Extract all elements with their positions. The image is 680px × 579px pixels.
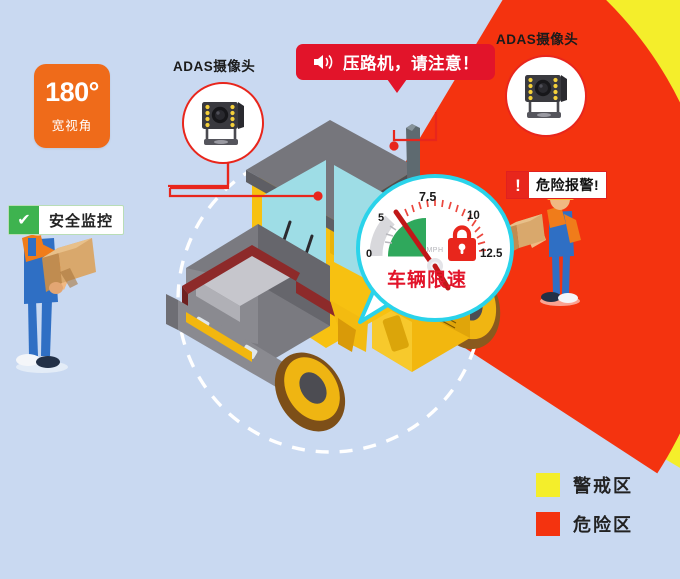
gauge-scale: MPH <box>369 199 487 257</box>
camera-callout-right: ADAS摄像头 <box>496 28 587 137</box>
speed-limit-title: 车辆限速 <box>386 270 467 291</box>
gauge-tick-5: 5 <box>378 212 385 224</box>
legend-swatch-danger <box>536 512 560 536</box>
danger-alarm-label: 危险报警! <box>536 177 600 193</box>
legend-row-warning: 警戒区 <box>536 472 633 498</box>
audio-warning-text: 压路机，请注意！ <box>343 55 479 73</box>
speaker-icon <box>314 54 333 70</box>
legend-row-danger: 危险区 <box>536 511 633 537</box>
zone-legend: 警戒区 危险区 <box>536 472 633 550</box>
exclamation-icon: ! <box>507 172 529 198</box>
gauge-tick-labels: 0 5 7.5 10 12.5 <box>340 170 530 340</box>
connector-dot-left <box>313 191 323 201</box>
legend-swatch-warning <box>536 473 560 497</box>
wide-angle-label: 宽视角 <box>51 118 93 133</box>
gauge-tick-75: 7.5 <box>419 190 437 204</box>
lock-icon <box>448 225 476 261</box>
speed-limit-bubble: MPH <box>356 174 514 324</box>
danger-zone <box>342 0 680 474</box>
wide-angle-badge: 180° 宽视角 <box>34 64 110 148</box>
safety-monitor-badge: ✔ 安全监控 <box>8 205 125 235</box>
gauge-tick-0: 0 <box>366 248 373 260</box>
audio-warning-bubble: 压路机，请注意！ <box>296 44 495 93</box>
legend-label-danger: 危险区 <box>573 515 633 535</box>
check-icon: ✔ <box>9 206 39 234</box>
connector-dot-right <box>389 141 399 151</box>
callout-connectors <box>168 112 438 198</box>
gauge-unit: MPH <box>426 247 443 254</box>
camera-icon <box>202 102 244 145</box>
gauge-tick-10: 10 <box>467 210 480 222</box>
danger-alarm-badge: ! 危险报警! <box>506 171 608 199</box>
camera-icon <box>525 75 567 118</box>
connector-left-camera <box>168 162 230 188</box>
roller-front-drum <box>166 294 368 432</box>
gauge-needle <box>393 209 451 291</box>
camera-circle-left <box>182 82 264 164</box>
camera-circle-right <box>505 55 587 137</box>
safety-monitor-label: 安全监控 <box>49 212 114 230</box>
wide-angle-value: 180° <box>45 76 99 107</box>
gauge-tick-125: 12.5 <box>480 248 503 260</box>
cardboard-box <box>42 238 96 292</box>
camera-label-left: ADAS摄像头 <box>173 59 256 74</box>
legend-label-warning: 警戒区 <box>573 476 633 496</box>
camera-label-right: ADAS摄像头 <box>496 32 579 47</box>
camera-callout-left: ADAS摄像头 <box>173 55 264 164</box>
